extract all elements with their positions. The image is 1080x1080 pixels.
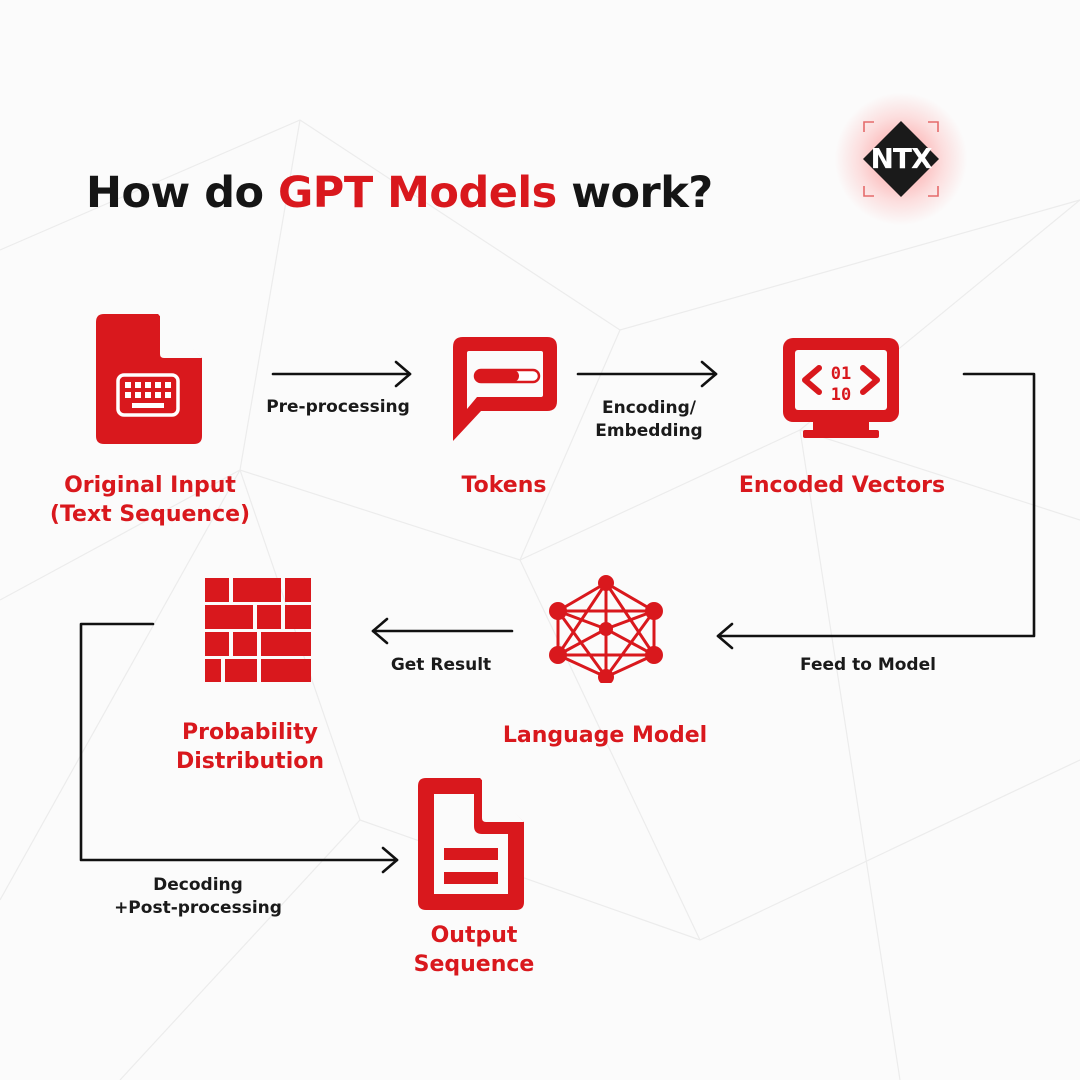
preprocessing-label: Pre-processing bbox=[238, 396, 438, 419]
decoding-label: Decoding +Post-processing bbox=[88, 874, 308, 920]
encoding-line1: Encoding/ bbox=[602, 398, 696, 418]
probability-distribution-line2: Distribution bbox=[175, 749, 325, 774]
feed-text: Feed to Model bbox=[800, 655, 936, 675]
encoding-arrow bbox=[576, 360, 718, 388]
decoding-line1: Decoding bbox=[153, 875, 243, 895]
preprocessing-arrow bbox=[271, 360, 412, 388]
title-accent: GPT Models bbox=[278, 168, 557, 218]
diagram-title: How do GPT Models work? bbox=[86, 168, 713, 218]
probability-distribution-line1: Probability bbox=[182, 720, 318, 745]
ntx-logo: NTX bbox=[834, 92, 968, 226]
original-input-line2: (Text Sequence) bbox=[49, 502, 251, 527]
result-arrow bbox=[371, 617, 514, 645]
preprocessing-text: Pre-processing bbox=[266, 397, 410, 417]
token-bubble-icon bbox=[453, 337, 557, 441]
neural-network-icon bbox=[549, 575, 663, 683]
svg-text:10: 10 bbox=[831, 385, 851, 405]
output-sequence-line2: Sequence bbox=[413, 952, 535, 977]
encoded-vectors-label: Encoded Vectors bbox=[712, 471, 972, 500]
output-sequence-label: Output Sequence bbox=[374, 921, 574, 979]
binary-code-monitor-icon: 01 10 bbox=[783, 338, 899, 438]
encoding-line2: Embedding bbox=[595, 421, 703, 441]
language-model-line1: Language Model bbox=[502, 723, 708, 748]
feed-arrow bbox=[716, 372, 1036, 650]
title-prefix: How do bbox=[86, 168, 279, 218]
encoding-label: Encoding/ Embedding bbox=[549, 397, 749, 443]
probability-distribution-label: Probability Distribution bbox=[140, 718, 360, 776]
language-model-label: Language Model bbox=[470, 721, 740, 750]
encoded-vectors-line1: Encoded Vectors bbox=[738, 473, 946, 498]
original-input-line1: Original Input bbox=[64, 473, 236, 498]
decoding-line2: +Post-processing bbox=[114, 898, 282, 918]
document-lines-icon bbox=[418, 778, 526, 910]
original-input-label: Original Input (Text Sequence) bbox=[30, 471, 270, 529]
logo-text: NTX bbox=[870, 142, 932, 175]
result-text: Get Result bbox=[390, 655, 492, 675]
brick-grid-icon bbox=[205, 578, 311, 682]
decoding-arrow bbox=[79, 622, 399, 874]
output-sequence-line1: Output bbox=[430, 923, 518, 948]
result-label: Get Result bbox=[341, 654, 541, 677]
keyboard-document-icon bbox=[96, 314, 204, 444]
title-suffix: work? bbox=[556, 168, 713, 218]
logo-mark bbox=[863, 121, 939, 197]
tokens-label: Tokens bbox=[404, 471, 604, 500]
feed-label: Feed to Model bbox=[760, 654, 976, 677]
svg-text:01: 01 bbox=[831, 364, 851, 384]
tokens-line1: Tokens bbox=[461, 473, 547, 498]
